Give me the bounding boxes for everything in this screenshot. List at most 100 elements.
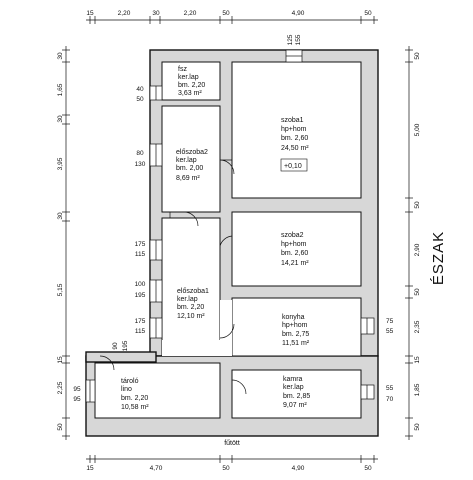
left-opening-5-top: 95	[73, 386, 81, 393]
left-opening-1-top: 80	[136, 150, 144, 157]
room-konyha-floor: hp+hom	[282, 322, 308, 329]
top-wall-mark-0: 125	[287, 34, 294, 45]
room-konyha-area-text: 11,51 m²	[282, 340, 310, 347]
left-opening-4-top: 175	[135, 318, 146, 325]
bottom-note: fűtött	[224, 440, 240, 447]
right-opening-0-top: 75	[386, 318, 394, 325]
room-szoba1-area	[231, 61, 362, 199]
top-wall-marks: 125 155	[287, 34, 302, 45]
left-dim-0: 30	[57, 52, 64, 60]
right-dim-7: 1,85	[414, 383, 421, 396]
room-kamra: kamra ker.lap bm. 2,85 9,07 m²	[283, 376, 310, 409]
right-dimension-line: 50 5,00 50 2,90 50 2,35 15 1,85 50	[405, 46, 421, 440]
left-opening-5-bottom: 95	[73, 396, 81, 403]
room-konyha: konyha hp+hom bm. 2,75 11,51 m²	[282, 314, 310, 347]
right-opening-1-bottom: 70	[386, 396, 394, 403]
right-dim-3: 2,90	[414, 243, 421, 256]
bottom-dimension-line: 15 4,70 50 4,90 50	[86, 455, 378, 472]
room-szoba2-area	[231, 211, 362, 287]
room-kamra-area-text: 9,07 m²	[283, 402, 307, 409]
bottom-dim-4: 50	[364, 465, 372, 472]
left-opening-3-bottom: 195	[135, 292, 146, 299]
left-dimension-line: 30 1,65 30 3,95 30 5,15 15 2,25 50	[57, 46, 70, 440]
right-opening-0-bottom: 55	[386, 328, 394, 335]
bottom-dim-0: 15	[86, 465, 94, 472]
top-dim-6: 50	[364, 10, 372, 17]
room-szoba1-height: bm. 2,60	[281, 135, 308, 142]
room-eloszoba2-name: előszoba2	[176, 149, 208, 156]
room-konyha-area	[231, 297, 362, 357]
room-eloszoba1-area	[161, 217, 221, 357]
room-kamra-name: kamra	[283, 376, 303, 383]
left-opening-2-top: 175	[135, 241, 146, 248]
left-opening-4-bottom: 115	[135, 328, 146, 335]
room-eloszoba2-area	[161, 105, 221, 213]
room-szoba2-floor: hp+hom	[281, 241, 307, 248]
room-kamra-area	[231, 369, 362, 419]
room-szoba1-level: +0,10	[284, 163, 302, 170]
room-szoba2-height: bm. 2,60	[281, 250, 308, 257]
top-dimension-line: 15 2,20 30 2,20 50 4,90 50	[86, 10, 378, 24]
left-opening-0-bottom: 50	[136, 96, 144, 103]
room-fsz-area	[161, 61, 221, 101]
storage-door-mark-0: 90	[112, 342, 119, 350]
room-szoba1-level-box	[280, 158, 308, 172]
room-szoba1-area-text: 24,50 m²	[281, 145, 309, 152]
room-eloszoba1: előszoba1 ker.lap bm. 2,20 12,10 m²	[177, 288, 209, 320]
left-dim-1: 1,65	[57, 83, 64, 96]
top-dim-0: 15	[86, 10, 94, 17]
room-eloszoba1-floor: ker.lap	[177, 296, 198, 303]
room-szoba1: szoba1 hp+hom bm. 2,60 24,50 m² +0,10	[280, 117, 309, 172]
top-dim-5: 4,90	[292, 10, 305, 17]
left-dim-7: 2,25	[57, 381, 64, 394]
room-eloszoba1-height: bm. 2,20	[177, 304, 204, 311]
top-dim-4: 50	[222, 10, 230, 17]
room-szoba2-area-text: 14,21 m²	[281, 260, 309, 267]
north-label: ÉSZAK	[430, 231, 447, 285]
room-tarolo-name: tároló	[121, 378, 139, 385]
room-konyha-name: konyha	[282, 314, 305, 321]
room-fsz-area-text: 3,63 m²	[178, 90, 202, 97]
right-dim-4: 50	[414, 288, 421, 296]
room-szoba1-floor: hp+hom	[281, 126, 307, 133]
left-opening-2-bottom: 115	[135, 251, 146, 258]
top-dim-2: 30	[152, 10, 160, 17]
bottom-dim-3: 4,90	[292, 465, 305, 472]
room-eloszoba2-area-text: 8,69 m²	[176, 175, 200, 182]
room-tarolo-area-text: 10,58 m²	[121, 404, 149, 411]
room-eloszoba2: előszoba2 ker.lap bm. 2,00 8,69 m²	[176, 149, 208, 182]
room-kamra-floor: ker.lap	[283, 384, 304, 391]
bottom-dim-1: 4,70	[150, 465, 163, 472]
top-dim-3: 2,20	[184, 10, 197, 17]
doors	[99, 159, 247, 395]
room-fsz: fsz ker.lap bm. 2,20 3,63 m²	[178, 66, 205, 97]
left-dim-2: 30	[57, 115, 64, 123]
room-konyha-height: bm. 2,75	[282, 331, 309, 338]
room-tarolo: tároló lino bm. 2,20 10,58 m²	[121, 378, 149, 411]
room-eloszoba1-name: előszoba1	[177, 288, 209, 295]
right-dim-2: 50	[414, 201, 421, 209]
right-dim-0: 50	[414, 52, 421, 60]
room-fsz-name: fsz	[178, 66, 187, 73]
left-opening-3-top: 100	[135, 281, 146, 288]
building-walls	[85, 49, 379, 437]
room-eloszoba2-height: bm. 2,00	[176, 165, 203, 172]
left-opening-1-bottom: 130	[135, 161, 146, 168]
room-fsz-height: bm. 2,20	[178, 82, 205, 89]
top-dim-1: 2,20	[118, 10, 131, 17]
left-openings: 40 50 80 130 175 115 100 195 175 115 95 …	[73, 86, 145, 403]
room-szoba2: szoba2 hp+hom bm. 2,60 14,21 m²	[281, 232, 309, 267]
left-opening-0-top: 40	[136, 86, 144, 93]
right-dim-1: 5,00	[414, 123, 421, 136]
top-wall-mark-1: 155	[295, 34, 302, 45]
right-dim-6: 15	[414, 356, 421, 364]
room-eloszoba1-area-text: 12,10 m²	[177, 313, 205, 320]
room-tarolo-floor: lino	[121, 386, 132, 393]
left-dim-8: 50	[57, 423, 64, 431]
right-openings: 75 55 55 70	[386, 318, 394, 403]
storage-door-mark-1: 195	[122, 340, 129, 351]
left-dim-6: 15	[57, 356, 64, 364]
room-eloszoba2-floor: ker.lap	[176, 157, 197, 164]
room-kamra-height: bm. 2,85	[283, 393, 310, 400]
